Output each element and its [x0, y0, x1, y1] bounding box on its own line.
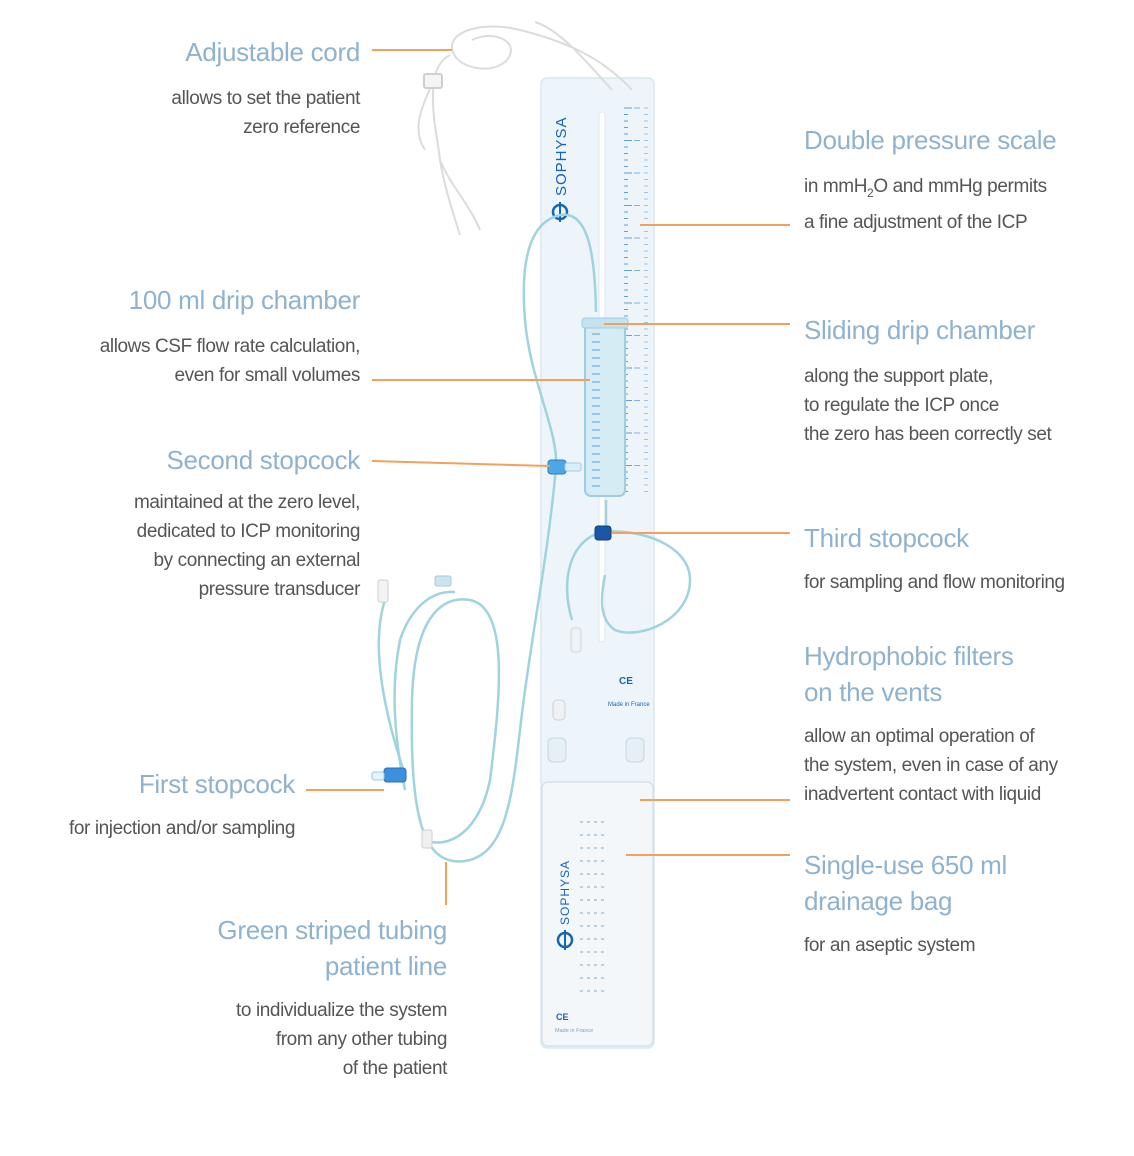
second-stopcock-title: Second stopcock	[166, 445, 360, 475]
sliding-chamber-title: Sliding drip chamber	[804, 315, 1036, 345]
title-line: Hydrophobic filters	[804, 641, 1014, 671]
tubing	[377, 213, 692, 863]
desc-line: for an aseptic system	[804, 935, 976, 956]
sliding-chamber-desc: along the support plate, to regulate the…	[804, 362, 1052, 449]
first-stopcock-desc: for injection and/or sampling	[69, 814, 295, 843]
plate-brand-top: SOPHYSA	[553, 116, 570, 196]
drainage-bag-desc: for an aseptic system	[804, 931, 976, 960]
first-stopcock-title: First stopcock	[138, 769, 295, 799]
sophysa-logo-top: SOPHYSA	[551, 116, 570, 222]
desc-line: pressure transducer	[198, 579, 361, 600]
desc-line: the system, even in case of any	[804, 755, 1058, 776]
vent-filters	[547, 627, 645, 763]
desc-line: to individualize the system	[236, 1000, 447, 1021]
desc-line: for sampling and flow monitoring	[804, 572, 1065, 593]
adjustable-cord-desc: allows to set the patient zero reference	[171, 84, 360, 142]
desc-line: inadvertent contact with liquid	[804, 784, 1041, 805]
second-stopcock-desc: maintained at the zero level, dedicated …	[134, 488, 360, 604]
title-line: drainage bag	[804, 886, 953, 916]
desc-line: allow an optimal operation of	[804, 726, 1035, 747]
title-line: patient line	[324, 951, 447, 981]
desc-line: from any other tubing	[275, 1029, 448, 1050]
third-stopcock-desc: for sampling and flow monitoring	[804, 568, 1065, 597]
desc-line: allows CSF flow rate calculation,	[99, 336, 361, 357]
plate-made-in: Made in France	[608, 702, 650, 708]
desc-line: allows to set the patient	[171, 88, 360, 109]
double-scale-desc: in mmH2O and mmHg permits a fine adjustm…	[804, 172, 1047, 237]
tubing-connectors	[377, 575, 452, 849]
bag-scale	[580, 821, 606, 992]
third-stopcock-part	[594, 525, 612, 541]
desc-line: along the support plate,	[804, 366, 993, 387]
drainage-bag-title: Single-use 650 ml drainage bag	[804, 847, 1007, 919]
title-line: on the vents	[804, 677, 943, 707]
plate-ce-bag: CE	[556, 1012, 569, 1022]
title-line: Single-use 650 ml	[804, 850, 1008, 880]
green-tubing-desc: to individualize the system from any oth…	[236, 996, 447, 1083]
desc-line: the zero has been correctly set	[804, 424, 1052, 445]
adjustable-cord-title: Adjustable cord	[185, 37, 360, 67]
filters-desc: allow an optimal operation of the system…	[804, 722, 1058, 809]
first-stopcock-part	[371, 767, 407, 783]
desc-line: by connecting an external	[153, 550, 360, 571]
chamber-graduations	[592, 333, 600, 487]
drip-chamber-100-desc: allows CSF flow rate calculation, even f…	[99, 332, 361, 390]
filters-title: Hydrophobic filters on the vents	[804, 638, 1014, 710]
desc-line: to regulate the ICP once	[804, 395, 999, 416]
sophysa-logo-bag: SOPHYSA	[556, 860, 574, 950]
green-tubing-title: Green striped tubing patient line	[217, 912, 447, 984]
drip-chamber-100-title: 100 ml drip chamber	[128, 285, 361, 315]
drainage-bag	[541, 781, 654, 1047]
desc-line: even for small volumes	[174, 365, 361, 386]
desc-line: dedicated to ICP monitoring	[136, 521, 361, 542]
double-scale-title: Double pressure scale	[804, 125, 1057, 155]
plate-ce-top: CE	[619, 676, 633, 687]
third-stopcock-title: Third stopcock	[804, 523, 969, 553]
desc-line: for injection and/or sampling	[68, 818, 295, 839]
plate-made-in-bag: Made in France	[555, 1028, 593, 1034]
desc-line: of the patient	[342, 1058, 448, 1079]
title-line: Green striped tubing	[217, 915, 447, 945]
desc-line: a fine adjustment of the ICP	[804, 211, 1028, 233]
desc-line: zero reference	[243, 117, 360, 138]
second-stopcock-part	[547, 459, 582, 475]
leader-lines	[306, 49, 790, 905]
adjustable-cord	[417, 21, 633, 236]
desc-line-units: in mmH2O and mmHg permits	[804, 176, 1047, 200]
sliding-drip-chamber	[581, 317, 629, 497]
plate-brand-bag: SOPHYSA	[558, 860, 572, 925]
desc-line: maintained at the zero level,	[133, 492, 360, 513]
